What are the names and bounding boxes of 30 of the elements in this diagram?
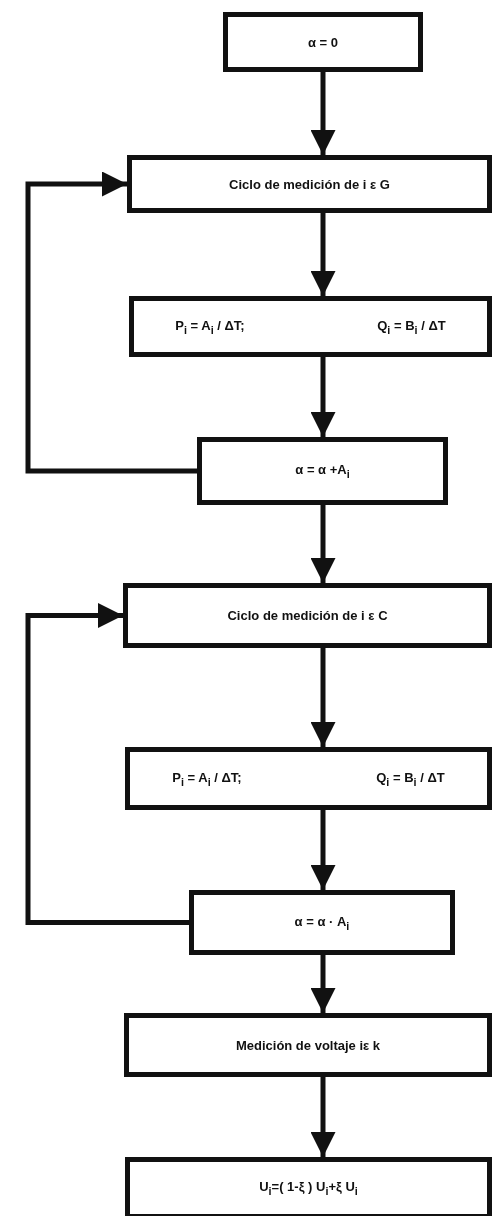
arrow (310, 648, 336, 747)
process-box (125, 1157, 492, 1216)
process-box (197, 437, 448, 505)
process-box (223, 12, 423, 72)
formula-text: Q$_{i}$ = B$_{i}$ / ΔT (376, 769, 445, 788)
process-box (127, 155, 492, 213)
formula-text: Q$_{i}$ = B$_{i}$ / ΔT (377, 317, 446, 336)
formula-text: α = α · A$_{i}$ (294, 913, 350, 932)
arrow (25, 171, 197, 474)
formula-text: α = α +A$_{i}$ (295, 462, 350, 480)
formula-text: α = 0 (307, 34, 338, 50)
arrow (310, 1077, 336, 1157)
arrow (310, 505, 336, 583)
arrow (310, 213, 336, 296)
process-box (123, 583, 492, 648)
arrow (310, 955, 336, 1013)
process-box (124, 1013, 492, 1077)
formula-text: Medición de voltaje iε k (235, 1037, 381, 1053)
process-box (189, 890, 455, 955)
formula-text: P$_{i}$ = A$_{i}$ / ΔT; (175, 317, 245, 336)
arrow (310, 72, 336, 155)
formula-text: U$_{i}$=( 1-ξ ) U$_{i}$+ξ U$_{i}$ (259, 1179, 358, 1197)
formula-text: Ciclo de medición de i ε C (227, 608, 388, 623)
process-box (129, 296, 492, 357)
formula-text: Ciclo de medición de i ε G (229, 176, 390, 192)
arrow (310, 357, 336, 437)
arrow (310, 810, 336, 890)
formula-text: P$_{i}$ = A$_{i}$ / ΔT; (172, 769, 242, 788)
arrow (25, 603, 189, 925)
process-box (125, 747, 492, 810)
